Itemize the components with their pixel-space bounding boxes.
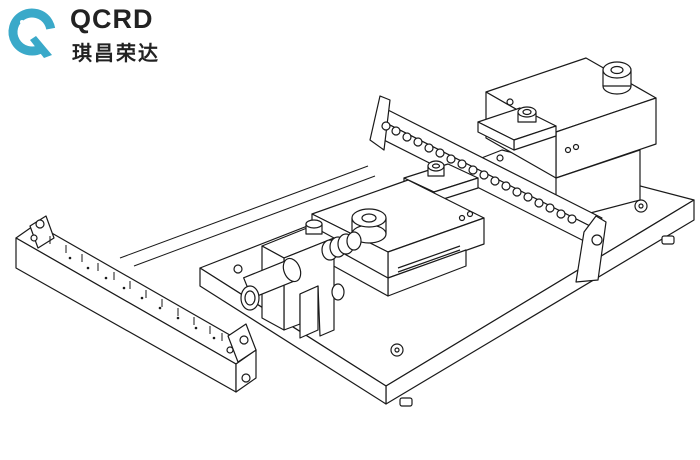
upper-clamp-tab bbox=[477, 106, 557, 151]
brand-name-en: QCRD bbox=[70, 4, 154, 34]
comb-slots bbox=[49, 236, 223, 341]
comb-dots bbox=[68, 256, 216, 340]
detail-comb-bar bbox=[15, 215, 257, 393]
perforated-rail-bar bbox=[369, 95, 607, 283]
spring-coupling bbox=[305, 219, 362, 261]
slide-carriage bbox=[311, 179, 485, 297]
callout-lines bbox=[119, 165, 376, 267]
qcrd-logo-icon bbox=[8, 8, 56, 58]
brand-name-cn: 琪昌荣达 bbox=[72, 41, 160, 65]
